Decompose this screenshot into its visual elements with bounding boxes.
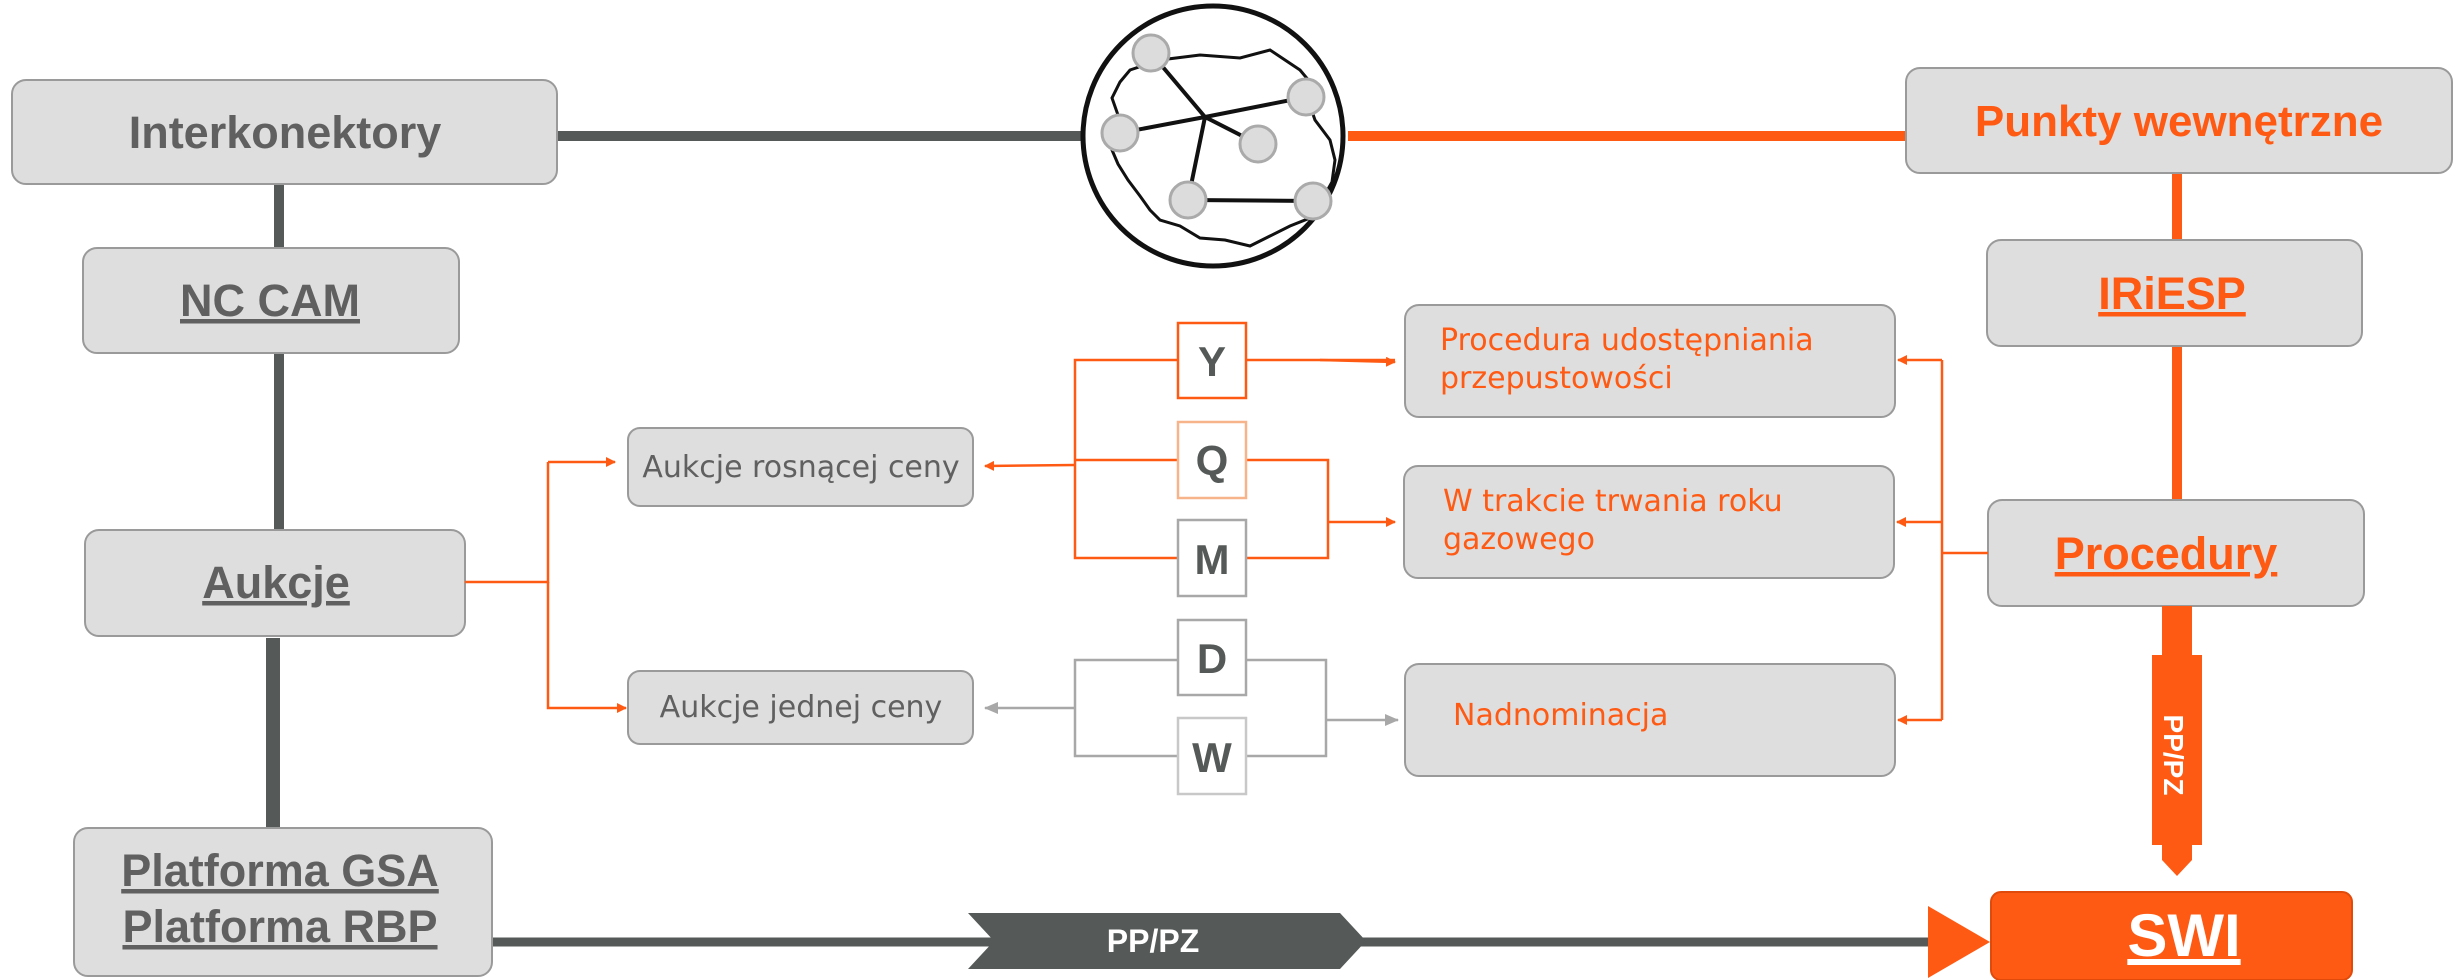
map-link (1187, 198, 1314, 203)
platforma-gsa-link[interactable]: Platforma GSA (121, 845, 439, 896)
product-m: M (1176, 518, 1248, 598)
aukcje-jednej-label: Aukcje jednej ceny (660, 690, 943, 725)
pp-pz-vertical-arrow: PP/PZ (2152, 606, 2202, 876)
aukcje-rosnacej-label: Aukcje rosnącej ceny (642, 450, 959, 485)
pp-pz-vertical-label: PP/PZ (2158, 715, 2189, 796)
map-node (1100, 113, 1140, 153)
box-swi[interactable]: SWI (1990, 891, 2353, 980)
swi-link[interactable]: SWI (2127, 902, 2240, 969)
nadnominacja-label: Nadnominacja (1453, 698, 1668, 733)
swi-arrowhead (1928, 906, 1990, 978)
iriesp-link[interactable]: IRiESP (2098, 268, 2246, 319)
product-y-label: Y (1198, 338, 1226, 385)
procedury-branch-lines (1896, 355, 1988, 725)
box-aukcje[interactable]: Aukcje (84, 529, 466, 637)
nc-cam-link[interactable]: NC CAM (180, 275, 360, 326)
box-procedury[interactable]: Procedury (1987, 499, 2365, 607)
main-connectors (266, 131, 2182, 978)
pp-pz-horizontal-label: PP/PZ (1107, 923, 1199, 959)
product-w-label: W (1192, 734, 1232, 781)
platforma-rbp-link[interactable]: Platforma RBP (122, 901, 437, 952)
map-node (1293, 181, 1333, 221)
ymq-connectors (984, 356, 1396, 560)
box-nadnominacja: Nadnominacja (1404, 663, 1896, 777)
product-d-label: D (1197, 635, 1227, 682)
box-w-trakcie-trwania: W trakcie trwania roku gazowego (1403, 465, 1895, 579)
dw-connectors (984, 658, 1399, 758)
map-node (1131, 33, 1171, 73)
product-w: W (1176, 716, 1248, 796)
box-aukcje-rosnacej-ceny: Aukcje rosnącej ceny (627, 427, 974, 507)
box-nc-cam[interactable]: NC CAM (82, 247, 460, 354)
punkty-wewnetrzne-label: Punkty wewnętrzne (1975, 97, 2383, 146)
box-aukcje-jednej-ceny: Aukcje jednej ceny (627, 670, 974, 745)
procedury-link[interactable]: Procedury (2055, 528, 2278, 579)
box-platformy[interactable]: Platforma GSA Platforma RBP (73, 827, 493, 977)
map-node (1168, 180, 1208, 220)
wtrakcie-line2: gazowego (1443, 522, 1595, 557)
aukcje-link[interactable]: Aukcje (202, 557, 350, 608)
procedura-line1: Procedura udostępniania (1440, 323, 1814, 358)
product-y: Y (1176, 321, 1248, 400)
poland-network-map (1080, 3, 1346, 269)
product-d: D (1176, 618, 1248, 697)
map-node (1238, 124, 1278, 164)
product-q-label: Q (1196, 437, 1229, 484)
interkonektory-label: Interkonektory (129, 107, 442, 158)
wtrakcie-line1: W trakcie trwania roku (1443, 484, 1783, 519)
product-q: Q (1176, 420, 1248, 500)
map-nodes (1100, 33, 1333, 221)
box-procedura-udostepniania: Procedura udostępniania przepustowości (1404, 304, 1896, 418)
box-punkty-wewnetrzne: Punkty wewnętrzne (1905, 67, 2453, 174)
procedura-line2: przepustowości (1440, 361, 1673, 396)
box-interkonektory: Interkonektory (11, 79, 558, 185)
map-node (1286, 77, 1326, 117)
poland-outline (1108, 48, 1337, 248)
aukcje-branch-lines (465, 457, 627, 713)
box-iriesp[interactable]: IRiESP (1986, 239, 2363, 347)
product-m-label: M (1195, 536, 1230, 583)
pp-pz-horizontal-banner: PP/PZ (968, 913, 1366, 969)
